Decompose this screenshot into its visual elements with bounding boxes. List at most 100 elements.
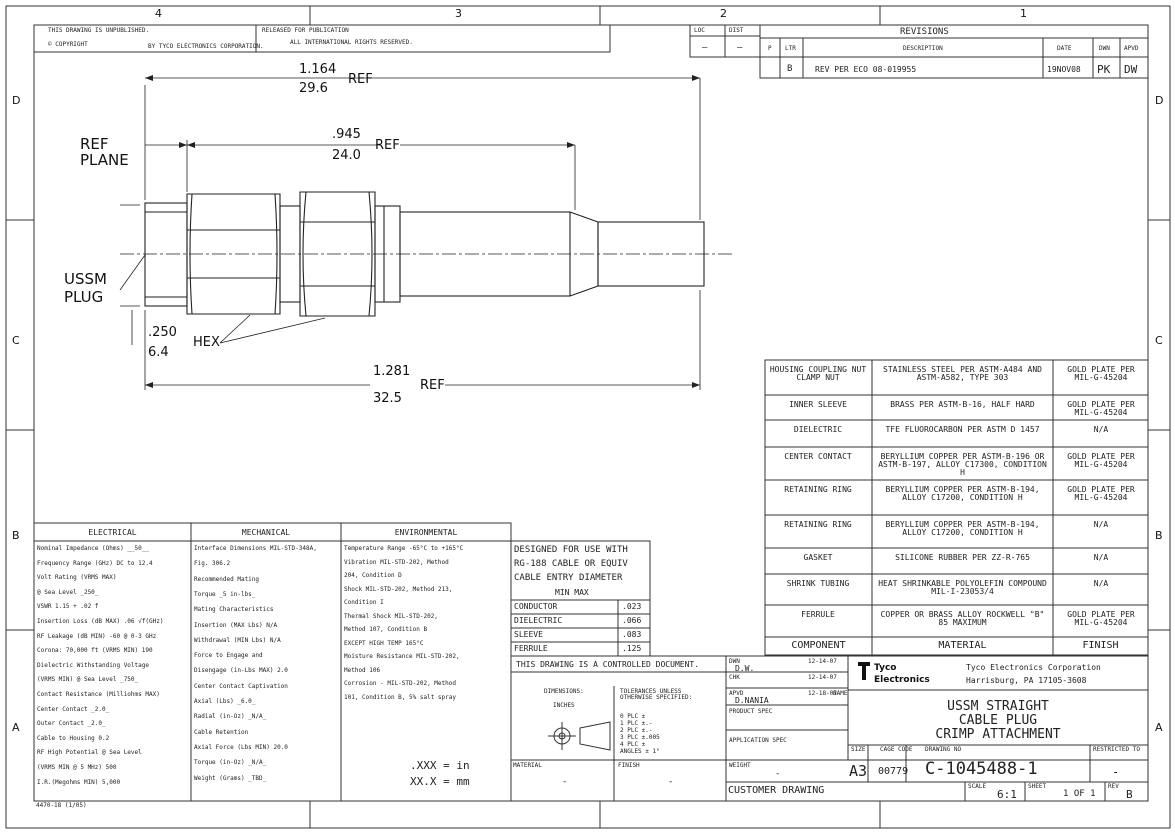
electrical-spec-line: Corona: 70,000 ft (VRMS MIN) 190 <box>37 647 153 655</box>
rev-letter: B <box>787 64 793 74</box>
dist-value: — <box>737 43 743 53</box>
material-cell: BERYLLIUM COPPER PER ASTM-B-194, ALLOY C… <box>885 485 1040 502</box>
electrical-spec-line: (VRMS MIN @ 5 MHz) 500 <box>37 764 117 771</box>
dim-overall-in: 1.164 <box>299 62 337 77</box>
dist-label: DIST <box>729 27 744 34</box>
weight-label: WEIGHT <box>729 762 751 769</box>
cable-part-name: CONDUCTOR <box>514 602 558 611</box>
component-cell: CENTER CONTACT <box>784 452 852 461</box>
dim-ref: REF <box>375 138 400 153</box>
component-cell: FERRULE <box>801 610 835 619</box>
dim-tip-mm: 6.4 <box>148 345 169 360</box>
component-cell: DIELECTRIC <box>793 425 843 434</box>
dim-ref: REF <box>348 72 373 87</box>
zone-label: D <box>1155 94 1164 107</box>
drawing-number: C-1045488-1 <box>925 759 1038 779</box>
tolerances-label: TOLERANCES UNLESS OTHERWISE SPECIFIED: <box>620 688 693 701</box>
cage-code: 00779 <box>878 766 909 777</box>
entry-diameter-text: CABLE ENTRY DIAMETER <box>514 573 623 583</box>
component-cell: SHRINK TUBING <box>786 579 850 588</box>
drawing-title: CABLE PLUG <box>958 713 1038 728</box>
cable-part-max: .023 <box>622 602 642 611</box>
drawing-title: CRIMP ATTACHMENT <box>935 727 1061 742</box>
plug-label: USSM <box>64 270 107 288</box>
zone-label: A <box>1155 721 1163 734</box>
zone-label: B <box>1155 529 1163 542</box>
environmental-spec-line: Corrosion - MIL-STD-202, Method <box>344 680 456 687</box>
rev-label: REV <box>1108 783 1119 790</box>
size-label: SIZE <box>851 746 866 753</box>
material-cell: BERYLLIUM COPPER PER ASTM-B-194, ALLOY C… <box>885 520 1040 537</box>
apvd-date: 12-18-07 <box>808 690 837 697</box>
rev-header: P <box>768 45 772 52</box>
mechanical-spec-line: Torque (in-Oz) _N/A_ <box>194 759 267 767</box>
material-cell: COPPER OR BRASS ALLOY ROCKWELL "B" 85 MA… <box>880 610 1045 627</box>
finish-cell: GOLD PLATE PER MIL-G-45204 <box>1067 400 1135 417</box>
electrical-spec-line: Contact Resistance (Milliohms MAX) <box>37 691 160 698</box>
cable-type-text: RG-188 CABLE OR EQUIV <box>514 559 628 569</box>
form-number: 4470-18 (1/05) <box>36 802 87 809</box>
rev-drawn: PK <box>1097 63 1111 76</box>
product-spec-label: PRODUCT SPEC <box>729 708 773 715</box>
dwn-name: D.W. <box>735 664 755 673</box>
material-cell: HEAT SHRINKABLE POLYOLEFIN COMPOUND MIL-… <box>878 579 1047 596</box>
chk-label: CHK <box>729 674 740 681</box>
electrical-spec-line: Outer Contact _2.0_ <box>37 720 106 728</box>
electrical-spec-line: Volt Rating (VRMS MAX) <box>37 574 117 582</box>
zone-label: D <box>12 94 21 107</box>
mechanical-spec-line: Disengage (in-Lbs MAX) 2.0 <box>194 667 288 675</box>
mechanical-spec-line: Center Contact Captivation <box>194 682 288 690</box>
component-cell: RETAINING RING <box>784 485 852 494</box>
mechanical-spec-line: Axial (Lbs) _6.0_ <box>194 698 256 705</box>
environmental-spec-line: Condition I <box>344 599 384 606</box>
customer-drawing-label: CUSTOMER DRAWING <box>728 785 825 796</box>
electrical-spec-line: (VRMS MIN) @ Sea Level _750_ <box>37 676 139 684</box>
finish-cell: GOLD PLATE PER MIL-G-45204 <box>1067 452 1135 469</box>
dimensions-label: DIMENSIONS: <box>544 688 584 695</box>
rev-header: DESCRIPTION <box>903 45 943 52</box>
controlled-doc-text: THIS DRAWING IS A CONTROLLED DOCUMENT. <box>516 660 700 669</box>
sheet-size: A3 <box>849 762 868 780</box>
rev-header: DWN <box>1099 45 1110 52</box>
zone-label: C <box>12 334 20 347</box>
mechanical-spec-line: Fig. 306.2 <box>194 560 231 568</box>
dim-ref: REF <box>420 378 445 393</box>
material-cell: TFE FLUOROCARBON PER ASTM D 1457 <box>885 425 1040 434</box>
mechanical-spec-line: Force to Engage and <box>194 652 263 660</box>
zone-label: 2 <box>720 7 727 20</box>
loc-value: — <box>702 43 708 53</box>
tolerance-line: 3 PLC ±.005 <box>620 734 660 741</box>
by-company-text: BY TYCO ELECTRONICS CORPORATION. <box>148 43 264 50</box>
tyco-logo: Tyco <box>874 663 897 673</box>
environmental-spec-line: 204, Condition D <box>344 572 402 579</box>
electrical-spec-line: Nominal Impedance (Ohms) __50__ <box>37 545 149 552</box>
cable-part-name: FERRULE <box>514 644 548 653</box>
zone-label: B <box>12 529 20 542</box>
electrical-spec-line: @ Sea Level _250_ <box>37 588 99 596</box>
apvd-label: APVD <box>729 690 744 697</box>
material-header: MATERIAL <box>938 640 987 651</box>
loc-label: LOC <box>694 27 705 34</box>
component-cell: INNER SLEEVE <box>789 400 847 409</box>
material-value: - <box>562 777 568 787</box>
component-cell: HOUSING COUPLING NUT CLAMP NUT <box>769 365 867 382</box>
zone-label: C <box>1155 334 1163 347</box>
rev-header: LTR <box>785 45 796 52</box>
environmental-spec-line: Method 107, Condition B <box>344 626 428 633</box>
electrical-spec-line: VSWR 1.15 + .02 f <box>37 603 99 611</box>
environmental-spec-line: Method 106 <box>344 666 381 674</box>
finish-cell: N/A <box>1093 425 1109 434</box>
finish-cell: N/A <box>1093 520 1109 529</box>
mechanical-spec-line: Torque _5 in-lbs_ <box>194 590 256 598</box>
tolerance-line: 0 PLC ± <box>620 713 646 720</box>
scale-label: SCALE <box>968 783 987 790</box>
tolerance-line: 1 PLC ±.- <box>620 720 653 727</box>
component-cell: GASKET <box>803 553 833 562</box>
finish-value: - <box>668 777 674 787</box>
rev-date: 19NOV08 <box>1047 65 1081 74</box>
notes-label: INCHES <box>553 702 575 709</box>
company-city: Harrisburg, PA 17105-3608 <box>966 676 1087 685</box>
mechanical-spec-line: Axial Force (Lbs MIN) 20.0 <box>194 743 288 751</box>
mechanical-spec-line: Cable Retention <box>194 728 249 736</box>
released-text: RELEASED FOR PUBLICATION <box>262 27 349 34</box>
